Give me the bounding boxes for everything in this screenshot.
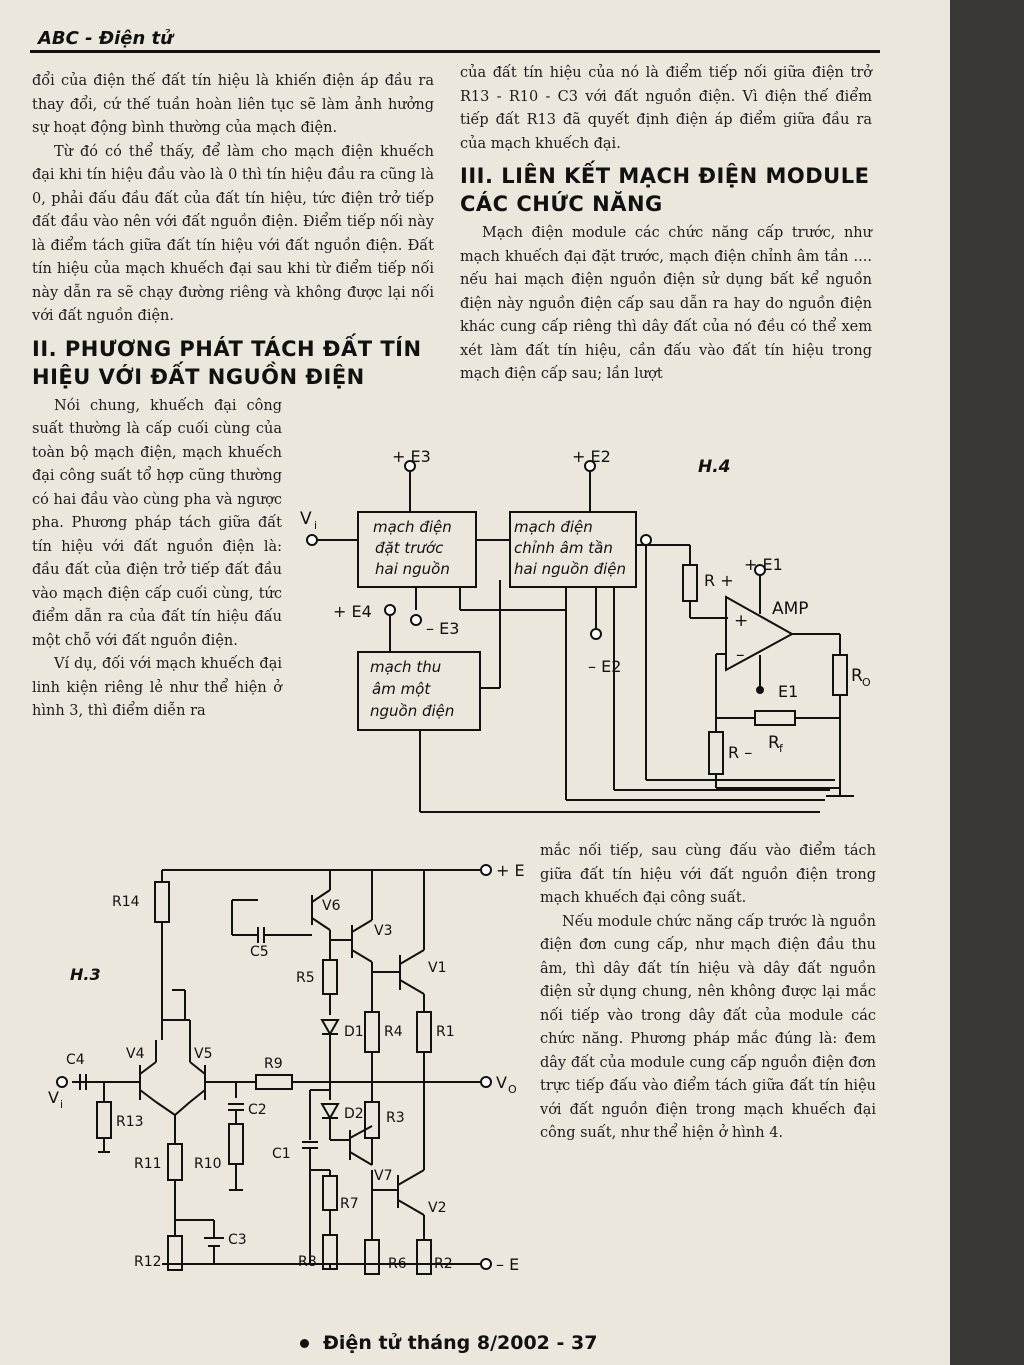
header-title: ABC - Điện tử bbox=[38, 28, 173, 49]
fig4-amp-label: AMP bbox=[772, 599, 809, 619]
part-label-v2: V2 bbox=[428, 1200, 446, 1216]
fig4-e4-plus: + E4 bbox=[333, 602, 372, 621]
fig4-rminus-label: R – bbox=[728, 743, 752, 762]
page-footer: Điện tử tháng 8/2002 - 37 bbox=[300, 1332, 597, 1354]
figure-3-label: H.3 bbox=[70, 965, 101, 984]
page-header: ABC - Điện tử bbox=[30, 22, 890, 58]
left-column: đổi của điện thế đất tín hiệu là khiến đ… bbox=[32, 70, 434, 724]
block1-line1: mạch điện bbox=[373, 518, 452, 536]
fig3-positive-supply: + E bbox=[496, 861, 525, 880]
section-heading-3: III. LIÊN KẾT MẠCH ĐIỆN MODULE CÁC CHỨC … bbox=[460, 164, 870, 216]
fig4-e3-plus: + E3 bbox=[392, 447, 431, 466]
left-paragraph-1: đổi của điện thế đất tín hiệu là khiến đ… bbox=[32, 73, 434, 136]
fig4-rf-label: R bbox=[768, 733, 780, 753]
fig4-minus-input: – bbox=[736, 645, 745, 665]
bottom-right-column: mắc nối tiếp, sau cùng đấu vào điểm tách… bbox=[540, 840, 876, 1146]
fig4-input-sub: i bbox=[314, 519, 317, 532]
block1-line3: hai nguồn bbox=[375, 560, 450, 578]
fig4-e3-minus: – E3 bbox=[426, 619, 459, 638]
block1-line2: đặt trước bbox=[375, 539, 444, 557]
part-label-r1: R1 bbox=[436, 1024, 455, 1040]
part-label-r4: R4 bbox=[384, 1024, 403, 1040]
figure-4-label: H.4 bbox=[698, 457, 731, 477]
header-rule bbox=[30, 50, 880, 53]
part-label-d1: D1 bbox=[344, 1024, 364, 1040]
fig4-rplus-label: R + bbox=[704, 571, 734, 590]
footer-bullet bbox=[300, 1339, 309, 1348]
fig4-e2-plus: + E2 bbox=[572, 447, 611, 466]
part-label-c4: C4 bbox=[66, 1052, 85, 1068]
part-label-r9: R9 bbox=[264, 1056, 283, 1072]
part-label-v6: V6 bbox=[322, 898, 341, 914]
part-label-v7: V7 bbox=[374, 1168, 392, 1184]
right-paragraph-2: Mạch điện module các chức năng cấp trước… bbox=[460, 225, 872, 382]
fig3-negative-supply: – E bbox=[496, 1255, 519, 1274]
part-label-r12: R12 bbox=[134, 1254, 162, 1270]
part-label-v3: V3 bbox=[374, 923, 392, 939]
fig3-input-label: V bbox=[48, 1088, 59, 1107]
fig3-output-label: V bbox=[496, 1073, 507, 1092]
block2-line2: chỉnh âm tần bbox=[514, 539, 613, 557]
part-label-r14: R14 bbox=[112, 894, 140, 910]
part-label-v1: V1 bbox=[428, 960, 446, 976]
right-paragraph-1: của đất tín hiệu của nó là điểm tiếp nối… bbox=[460, 65, 872, 152]
fig4-input-label: V bbox=[300, 509, 312, 529]
footer-text: Điện tử tháng 8/2002 - 37 bbox=[323, 1332, 598, 1354]
fig4-ro-sub: O bbox=[862, 676, 871, 689]
part-label-r2: R2 bbox=[434, 1256, 453, 1272]
part-label-r7: R7 bbox=[340, 1196, 359, 1212]
part-label-r3: R3 bbox=[386, 1110, 405, 1126]
fig4-e1-plus: + E1 bbox=[744, 555, 783, 574]
part-label-r13: R13 bbox=[116, 1114, 144, 1130]
part-label-r11: R11 bbox=[134, 1156, 162, 1172]
part-label-c3: C3 bbox=[228, 1232, 247, 1248]
left-paragraph-4: Ví dụ, đối với mạch khuếch đại linh kiện… bbox=[32, 656, 282, 719]
part-label-c5: C5 bbox=[250, 944, 269, 960]
fig4-rf-sub: f bbox=[779, 742, 784, 755]
part-label-v5: V5 bbox=[194, 1046, 212, 1062]
block-tone-control bbox=[509, 511, 637, 588]
part-label-r10: R10 bbox=[194, 1156, 222, 1172]
part-label-r6: R6 bbox=[388, 1256, 407, 1272]
part-label-r8: R8 bbox=[298, 1254, 317, 1270]
block3-line2: âm một bbox=[372, 680, 431, 698]
part-label-c1: C1 bbox=[272, 1146, 291, 1162]
figure-4-schematic: H.4 V i + E3 + E2 – E3 – E2 + E4 + E1 E1… bbox=[300, 447, 871, 813]
block3-line3: nguồn điện bbox=[370, 702, 454, 720]
figure-3-schematic: H.3 + E – E V O V i R14 V6 C5 V3 V1 R5 D… bbox=[48, 861, 525, 1275]
part-label-r5: R5 bbox=[296, 970, 315, 986]
part-label-d2: D2 bbox=[344, 1106, 364, 1122]
bottom-paragraph-2: Nếu module chức năng cấp trước là nguồn … bbox=[540, 913, 876, 1142]
section-heading-2: II. PHƯƠNG PHÁT TÁCH ĐẤT TÍN HIỆU VỚI ĐẤ… bbox=[32, 336, 422, 389]
block3-line1: mạch thu bbox=[370, 658, 441, 676]
op-amp-symbol bbox=[725, 595, 795, 672]
block2-line1: mạch điện bbox=[514, 518, 593, 536]
page-background bbox=[950, 0, 1024, 1365]
part-label-c2: C2 bbox=[248, 1102, 267, 1118]
left-paragraph-2: Từ đó có thể thấy, để làm cho mạch điện … bbox=[32, 143, 434, 325]
fig4-plus-input: + bbox=[734, 611, 748, 631]
block2-line3: hai nguồn điện bbox=[514, 560, 626, 578]
part-label-v4: V4 bbox=[126, 1046, 145, 1062]
bottom-paragraph-1: mắc nối tiếp, sau cùng đấu vào điểm tách… bbox=[540, 843, 876, 906]
magazine-page bbox=[0, 0, 950, 1365]
fig4-e2-minus: – E2 bbox=[588, 657, 621, 676]
fig4-ro-label: R bbox=[851, 666, 863, 686]
fig4-e1-minus: E1 bbox=[778, 682, 798, 701]
fig3-output-sub: O bbox=[508, 1083, 517, 1096]
fig3-input-sub: i bbox=[60, 1098, 63, 1111]
right-column: của đất tín hiệu của nó là điểm tiếp nối… bbox=[460, 62, 872, 387]
left-paragraph-3: Nói chung, khuếch đại công suất thường l… bbox=[32, 397, 282, 649]
